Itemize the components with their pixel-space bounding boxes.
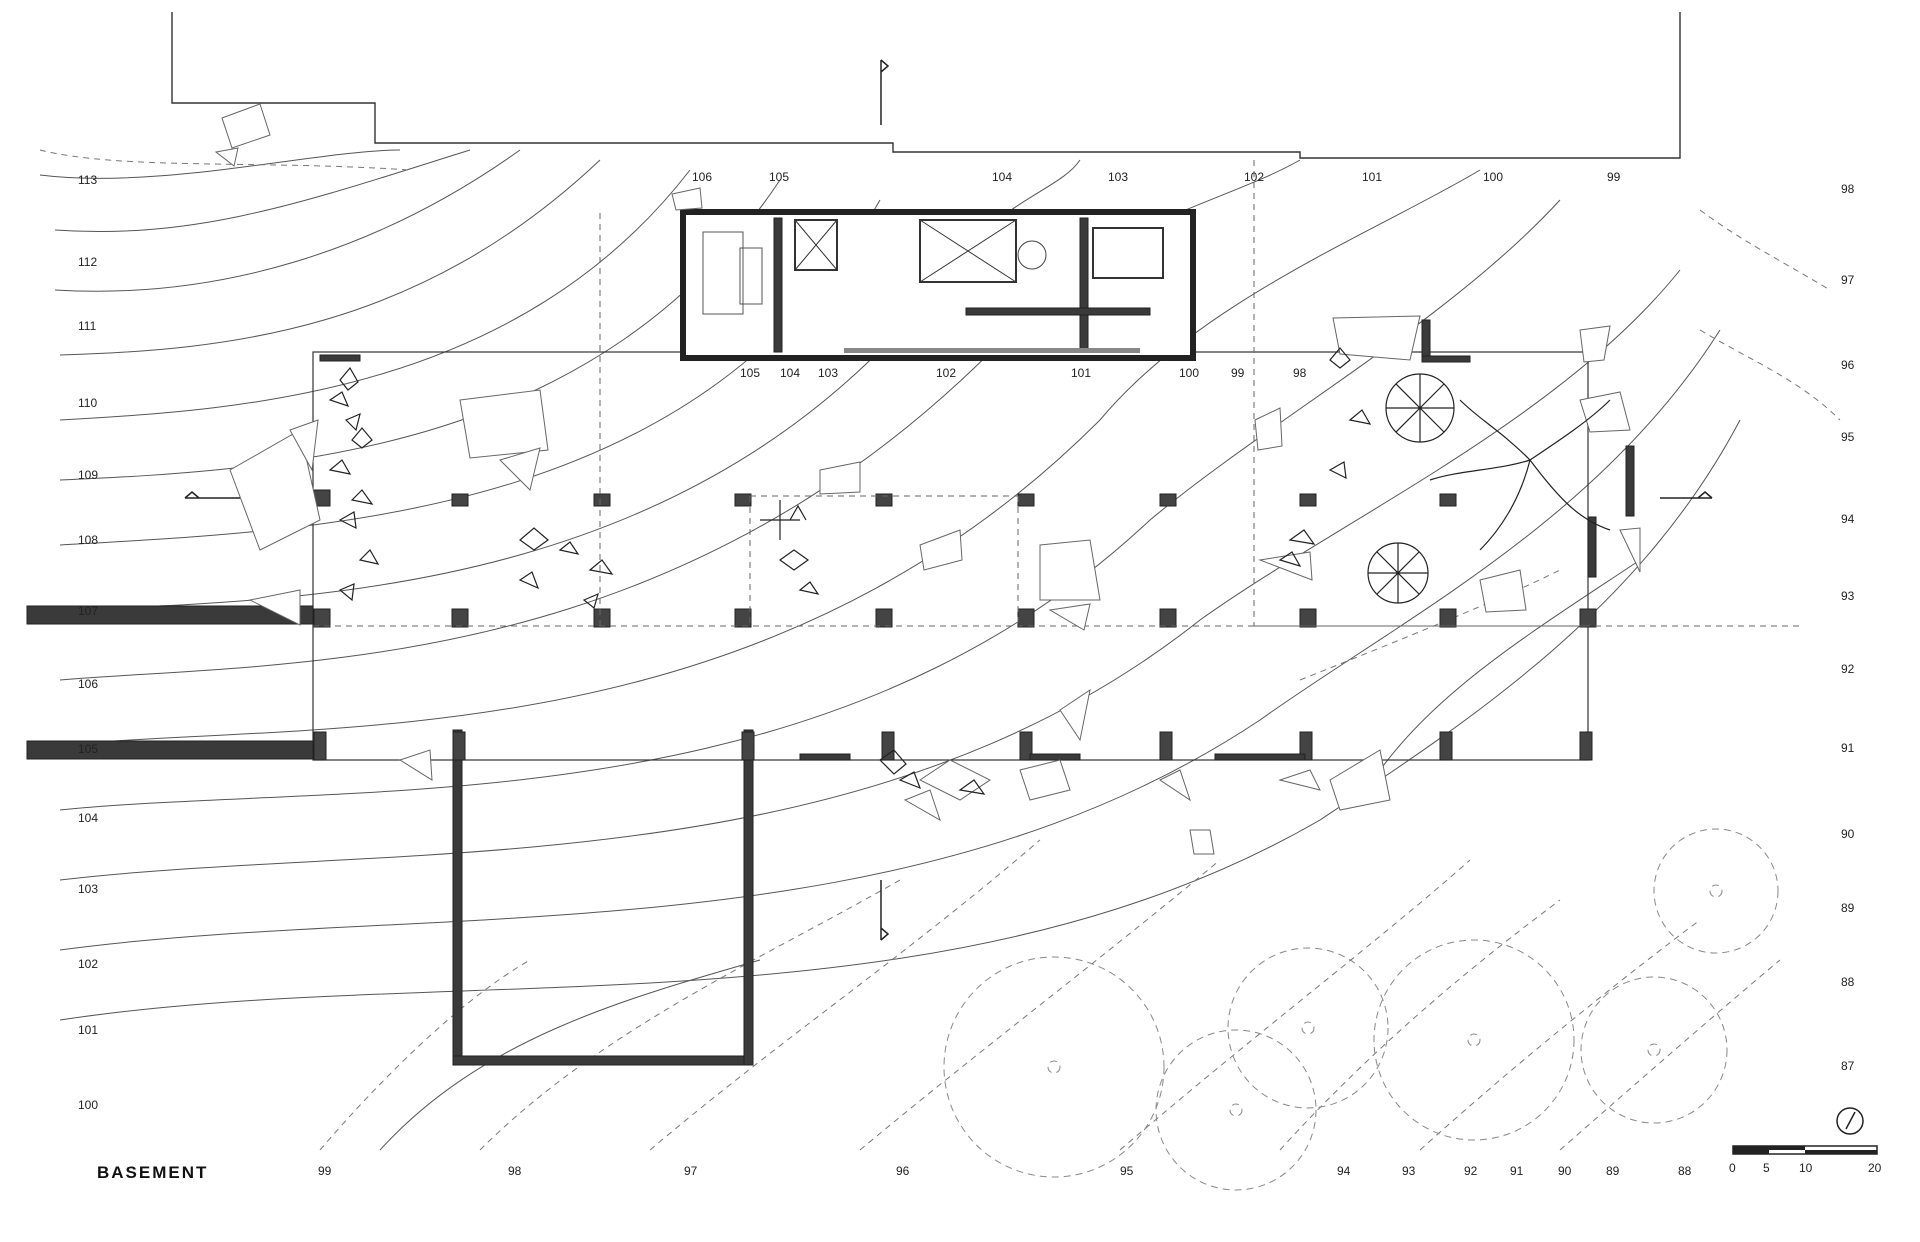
planting	[328, 347, 1611, 795]
contour-label-left: 111	[78, 319, 97, 333]
contour-label-bottom: 96	[896, 1164, 910, 1178]
retaining-walls	[26, 605, 754, 1066]
property-boundary	[171, 12, 1681, 159]
contour-label-building: 101	[1071, 366, 1091, 380]
contour-label-right: 95	[1841, 430, 1855, 444]
contour-label-left: 112	[78, 255, 97, 269]
north-arrow-icon	[1836, 1107, 1864, 1135]
contour-label-left: 105	[78, 742, 98, 756]
contour-label-top: 104	[992, 170, 1012, 184]
contour-label-right: 90	[1841, 827, 1855, 841]
contour-label-left: 103	[78, 882, 98, 896]
contour-label-left: 100	[78, 1098, 98, 1112]
contour-label-right: 88	[1841, 975, 1855, 989]
contour-label-bottom: 90	[1558, 1164, 1572, 1178]
scale-tick-label: 10	[1799, 1161, 1813, 1175]
contour-label-bottom: 94	[1337, 1164, 1351, 1178]
contour-label-right: 89	[1841, 901, 1855, 915]
contour-label-bottom: 93	[1402, 1164, 1416, 1178]
labels: BASEMENT 113 112 111 110 109 108 107 106…	[78, 170, 1882, 1182]
contour-label-left: 108	[78, 533, 98, 547]
contour-label-top: 105	[769, 170, 789, 184]
service-core	[680, 209, 1196, 361]
contour-label-left: 106	[78, 677, 98, 691]
contour-label-building: 102	[936, 366, 956, 380]
contour-label-building: 103	[818, 366, 838, 380]
section-cut-icon	[184, 59, 1713, 941]
contour-label-right: 92	[1841, 662, 1855, 676]
contour-label-bottom: 92	[1464, 1164, 1478, 1178]
contour-label-left: 109	[78, 468, 98, 482]
contour-label-right: 91	[1841, 741, 1855, 755]
contour-label-bottom: 89	[1606, 1164, 1620, 1178]
contour-label-left: 107	[78, 604, 98, 618]
dashed-reference-lines	[313, 160, 1800, 627]
contour-label-top: 102	[1244, 170, 1264, 184]
contour-label-building: 104	[780, 366, 800, 380]
contour-label-right: 87	[1841, 1059, 1855, 1073]
contour-label-top: 101	[1362, 170, 1382, 184]
contour-label-left: 101	[78, 1023, 98, 1037]
contour-label-bottom: 91	[1510, 1164, 1524, 1178]
contour-label-building: 98	[1293, 366, 1307, 380]
contour-label-left: 104	[78, 811, 98, 825]
drawing-title: BASEMENT	[97, 1163, 208, 1182]
contour-label-right: 96	[1841, 358, 1855, 372]
existing-contours	[39, 149, 1841, 1151]
contour-label-top: 103	[1108, 170, 1128, 184]
contour-label-bottom: 99	[318, 1164, 332, 1178]
scale-tick-label: 5	[1763, 1161, 1770, 1175]
contour-label-right: 97	[1841, 273, 1855, 287]
contour-label-top: 100	[1483, 170, 1503, 184]
contour-label-left: 102	[78, 957, 98, 971]
contour-label-right: 98	[1841, 182, 1855, 196]
contour-label-top: 106	[692, 170, 712, 184]
contour-label-bottom: 98	[508, 1164, 522, 1178]
scale-bar	[1732, 1145, 1878, 1155]
contour-label-bottom: 88	[1678, 1164, 1692, 1178]
contour-label-left: 110	[78, 396, 97, 410]
existing-trees	[943, 828, 1779, 1191]
tree-canopy	[1367, 373, 1611, 604]
contour-label-building: 100	[1179, 366, 1199, 380]
scale-tick-label: 20	[1868, 1161, 1882, 1175]
rocks	[214, 103, 1641, 855]
contour-label-top: 99	[1607, 170, 1621, 184]
contour-label-bottom: 97	[684, 1164, 698, 1178]
contour-label-right: 93	[1841, 589, 1855, 603]
contour-label-left: 113	[78, 173, 97, 187]
structural-columns	[313, 319, 1635, 761]
contour-label-right: 94	[1841, 512, 1855, 526]
contour-label-bottom: 95	[1120, 1164, 1134, 1178]
contour-label-building: 99	[1231, 366, 1245, 380]
scale-tick-label: 0	[1729, 1161, 1736, 1175]
contour-label-building: 105	[740, 366, 760, 380]
